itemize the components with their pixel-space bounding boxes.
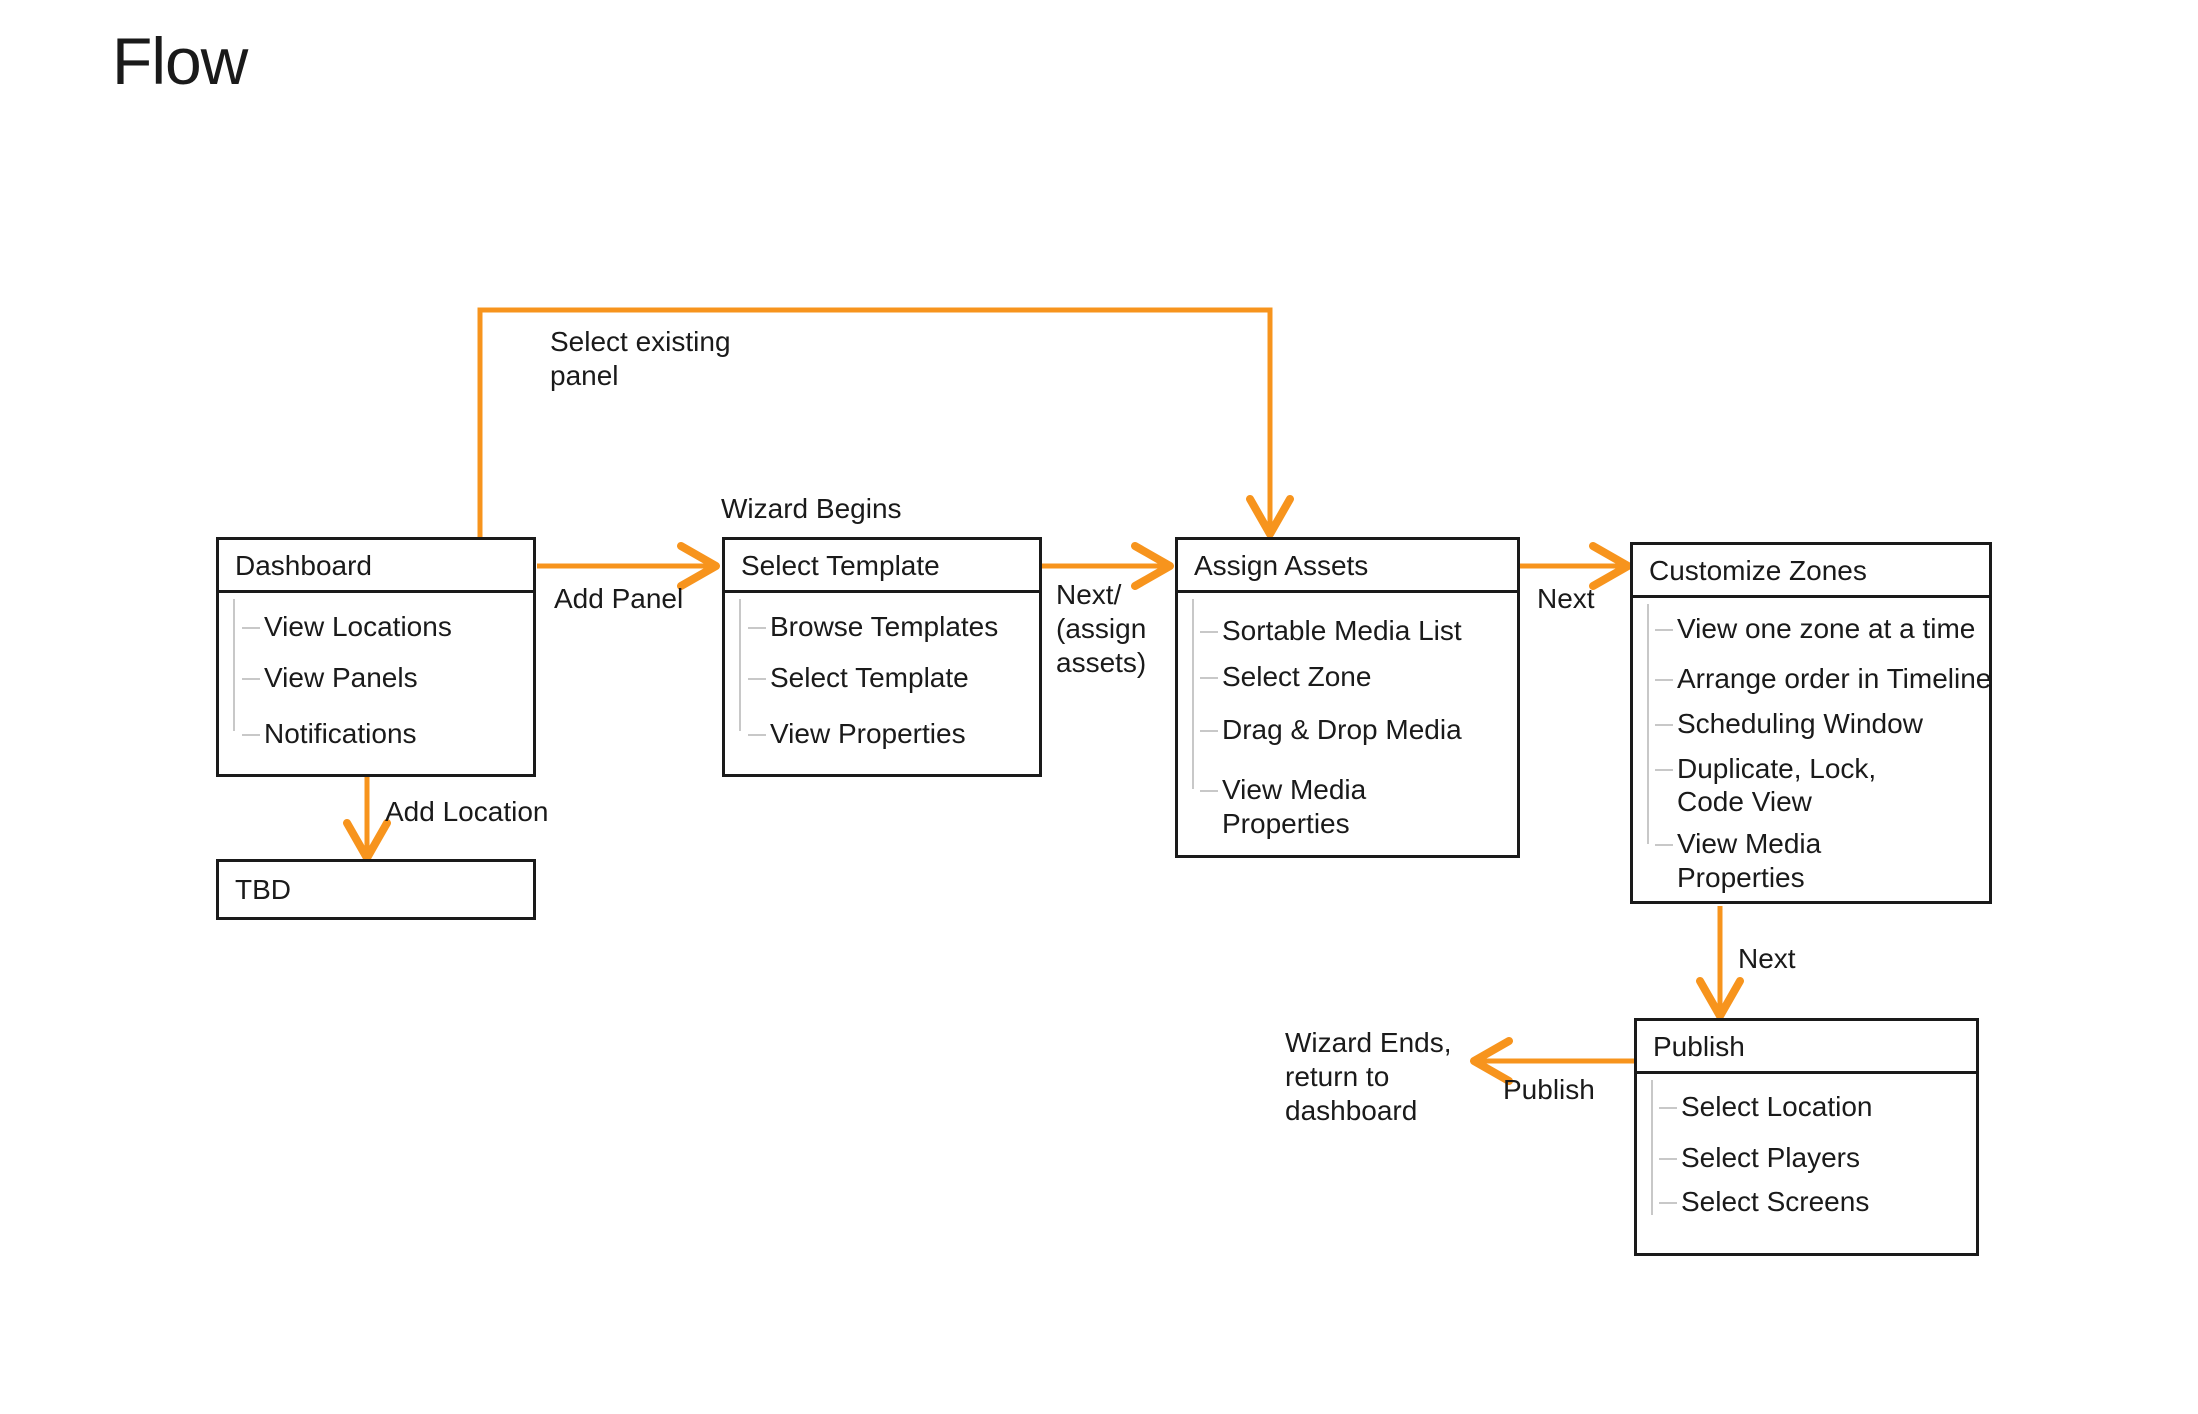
publish-title: Publish xyxy=(1653,1031,1745,1062)
dashboard-header: Dashboard xyxy=(219,540,533,593)
assign-assets-item: Drag & Drop Media xyxy=(1200,714,1462,745)
publish-item: Select Location xyxy=(1658,1091,1873,1122)
select-template-item: Browse Templates xyxy=(747,611,999,642)
label-select-existing-cont: panel xyxy=(550,360,619,391)
dashboard-box: Dashboard View Locations View Panels Not… xyxy=(216,537,536,777)
label-next-customize: Next xyxy=(1537,583,1595,614)
customize-zones-item: Scheduling Window xyxy=(1655,708,1923,739)
customize-zones-item: Arrange order in Timeline xyxy=(1654,663,1992,694)
assign-assets-item: View Media xyxy=(1199,774,1367,805)
assign-assets-item: Sortable Media List xyxy=(1200,615,1462,646)
customize-zones-title: Customize Zones xyxy=(1649,555,1867,586)
label-publish-edge: Publish xyxy=(1503,1074,1595,1105)
customize-zones-item: Duplicate, Lock, xyxy=(1654,753,1877,784)
label-next-assign: Next/ xyxy=(1056,579,1122,610)
label-add-panel: Add Panel xyxy=(554,583,684,614)
label-next-assign-cont: assets) xyxy=(1056,647,1147,678)
dashboard-item: View Panels xyxy=(242,662,418,693)
assign-assets-box: Assign Assets Sortable Media List Select… xyxy=(1175,537,1520,858)
label-select-existing: Select existing xyxy=(550,326,731,357)
select-template-item: View Properties xyxy=(748,718,966,749)
publish-header: Publish xyxy=(1637,1021,1976,1074)
label-wizard-ends-cont: dashboard xyxy=(1285,1095,1418,1126)
tbd-title: TBD xyxy=(235,874,291,905)
label-wizard-ends-cont: return to xyxy=(1285,1061,1390,1092)
select-template-item: Select Template xyxy=(748,662,969,693)
assign-assets-header: Assign Assets xyxy=(1178,540,1517,593)
customize-zones-box: Customize Zones View one zone at a time … xyxy=(1630,542,1992,904)
dashboard-item: View Locations xyxy=(242,611,452,642)
arrow-select-existing-panel xyxy=(477,307,1294,538)
assign-assets-title: Assign Assets xyxy=(1194,550,1369,581)
dashboard-item: Notifications xyxy=(242,718,417,749)
assign-assets-item: Select Zone xyxy=(1199,661,1372,692)
select-template-header: Select Template xyxy=(725,540,1039,593)
customize-zones-item-cont: Code View xyxy=(1677,786,1812,817)
customize-zones-header: Customize Zones xyxy=(1633,545,1989,598)
publish-item: Select Players xyxy=(1659,1142,1860,1173)
publish-item: Select Screens xyxy=(1658,1186,1870,1217)
label-next-assign-cont: (assign xyxy=(1056,613,1147,644)
label-wizard-begins: Wizard Begins xyxy=(721,493,902,524)
label-wizard-ends: Wizard Ends, xyxy=(1285,1027,1452,1058)
page-title: Flow xyxy=(112,24,248,98)
customize-zones-item: View one zone at a time xyxy=(1654,613,1976,644)
label-add-location: Add Location xyxy=(385,796,549,827)
customize-zones-item-cont: Properties xyxy=(1677,862,1805,893)
dashboard-title: Dashboard xyxy=(235,550,372,581)
publish-box: Publish Select Location Select Players S… xyxy=(1634,1018,1979,1256)
tbd-box: TBD xyxy=(216,859,536,920)
assign-assets-item-cont: Properties xyxy=(1222,808,1350,839)
customize-zones-item: View Media xyxy=(1654,828,1822,859)
select-template-box: Select Template Browse Templates Select … xyxy=(722,537,1042,777)
label-next-publish: Next xyxy=(1738,943,1796,974)
select-template-title: Select Template xyxy=(741,550,940,581)
